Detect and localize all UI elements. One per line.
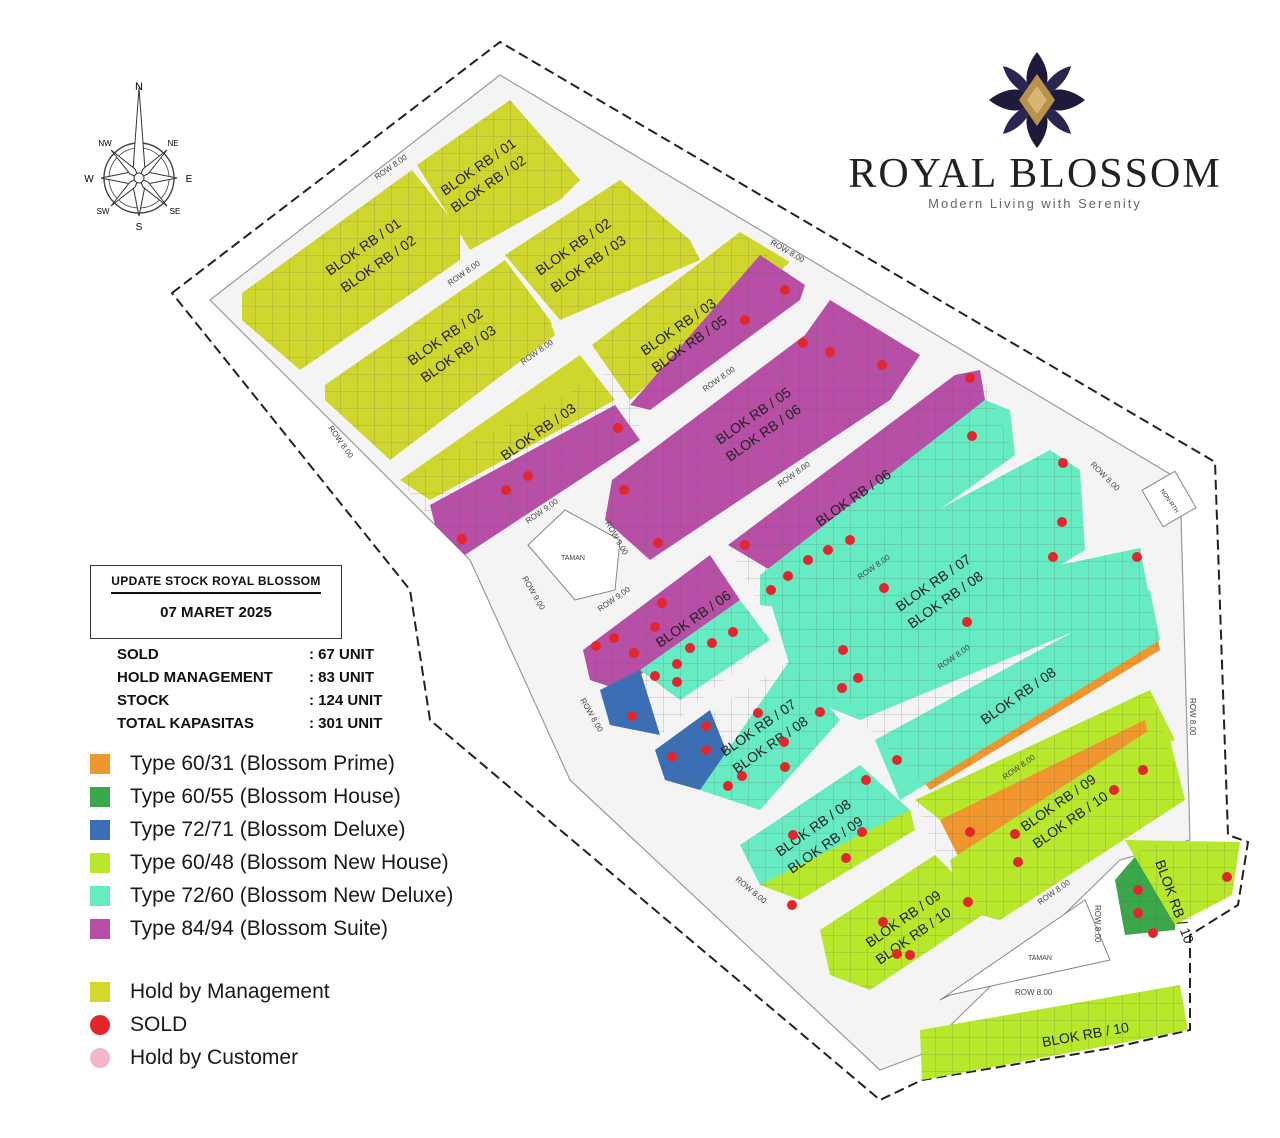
legend-spacer [90,945,453,975]
legend-label: Hold by Customer [130,1045,299,1069]
brand-header: ROYAL BLOSSOM Modern Living with Serenit… [840,150,1230,211]
park-taman-1 [527,509,621,601]
divider [111,592,321,594]
compass-e: E [186,174,193,185]
legend-label: Type 84/94 (Blossom Suite) [130,916,388,940]
legend-swatch [90,918,110,939]
legend-label: Type 60/48 (Blossom New House) [130,850,449,874]
hold-customer-dot-icon [90,1047,110,1068]
sold-markers [457,285,1232,960]
legend-item-type: Type 60/48 (Blossom New House) [90,846,453,879]
lotus-logo-icon [989,52,1085,148]
legend-swatch [90,819,110,840]
legend: Type 60/31 (Blossom Prime) Type 60/55 (B… [90,747,453,1074]
compass-se: SE [170,207,181,216]
lot-grid [242,100,1240,1080]
stat-value: : 301 UNIT [309,715,383,732]
brand-name: ROYAL BLOSSOM [848,151,1222,197]
legend-swatch [90,753,110,774]
legend-label: Hold by Management [130,979,330,1003]
legend-label: SOLD [130,1012,188,1036]
legend-label: Type 60/31 (Blossom Prime) [130,751,395,775]
legend-item-type: Type 60/31 (Blossom Prime) [90,747,453,780]
site-boundary [170,40,1250,1102]
stat-label: HOLD MANAGEMENT [117,669,273,686]
stat-value: : 67 UNIT [309,646,375,663]
legend-label: Type 72/71 (Blossom Deluxe) [130,817,406,841]
stat-row: HOLD MANAGEMENT : 83 UNIT [117,666,382,689]
compass-ne: NE [167,139,178,148]
park-label: TAMAN [561,555,585,562]
legend-item-type: Type 72/71 (Blossom Deluxe) [90,813,453,846]
legend-item-status: Hold by Customer [90,1041,453,1074]
sold-dot-icon [90,1014,110,1035]
compass-w: W [84,174,94,185]
stock-update-title: UPDATE STOCK ROYAL BLOSSOM [111,574,321,588]
road-label: ROW 8.00 [1093,905,1102,943]
compass-rose: N S E W NE NW SE SW [84,81,192,233]
stock-stats: SOLD : 67 UNIT HOLD MANAGEMENT : 83 UNIT S… [117,643,382,735]
stat-row: STOCK : 124 UNIT [117,689,382,712]
stock-update-box: UPDATE STOCK ROYAL BLOSSOM 07 MARET 2025 [90,565,342,639]
brand-tagline: Modern Living with Serenity [928,196,1142,211]
stat-row: TOTAL KAPASITAS : 301 UNIT [117,712,382,735]
legend-item-type: Type 72/60 (Blossom New Deluxe) [90,879,453,912]
stock-update-date: 07 MARET 2025 [160,604,272,621]
compass-s: S [136,222,143,233]
stat-row: SOLD : 67 UNIT [117,643,382,666]
legend-swatch [90,981,110,1002]
legend-label: Type 72/60 (Blossom New Deluxe) [130,883,454,907]
legend-item-type: Type 60/55 (Blossom House) [90,780,453,813]
road-label: ROW 8.00 [1188,698,1197,736]
stat-value: : 124 UNIT [309,692,383,709]
legend-item-status: Hold by Management [90,975,453,1008]
legend-item-status: SOLD [90,1008,453,1041]
legend-swatch [90,852,110,873]
facility-non-rth [1141,470,1197,528]
stat-label: SOLD [117,646,159,663]
compass-n: N [135,81,143,93]
legend-label: Type 60/55 (Blossom House) [130,784,401,808]
park-taman-2 [939,899,1111,1001]
legend-item-type: Type 84/94 (Blossom Suite) [90,912,453,945]
legend-swatch [90,885,110,906]
road-label: ROW 8.00 [1015,988,1053,997]
park-label: TAMAN [1028,955,1052,962]
stat-label: TOTAL KAPASITAS [117,715,254,732]
stat-value: : 83 UNIT [309,669,375,686]
stat-label: STOCK [117,692,170,709]
compass-nw: NW [98,139,112,148]
legend-swatch [90,786,110,807]
compass-sw: SW [97,207,110,216]
